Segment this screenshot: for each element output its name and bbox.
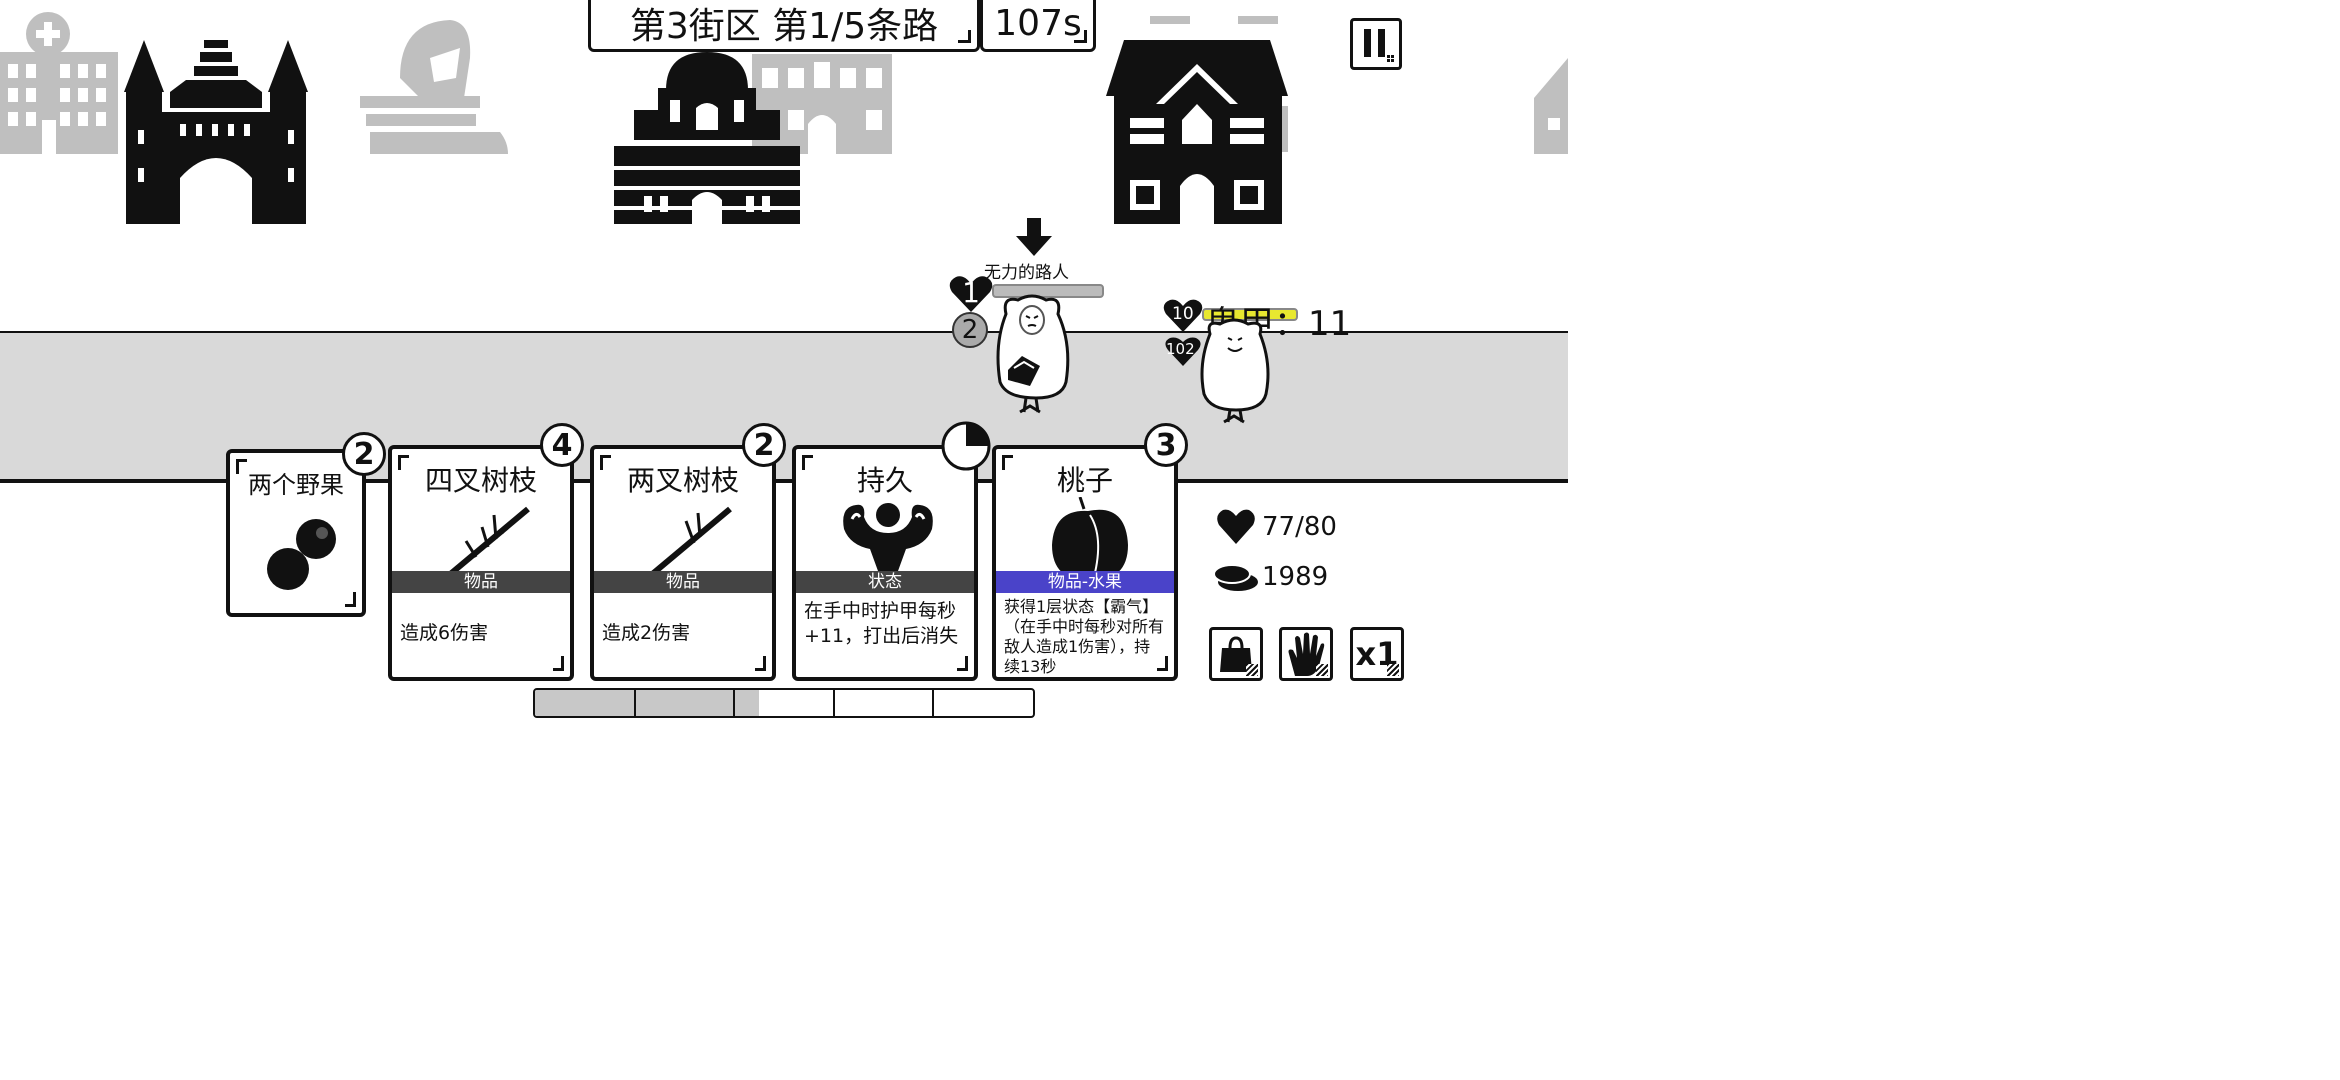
player-coins: 1989	[1262, 562, 1329, 592]
pig-enemy-sprite	[1200, 318, 1270, 424]
enemy2-hp2-text: 102	[1166, 340, 1195, 358]
card-corner	[553, 656, 564, 671]
card-title: 持久	[856, 464, 913, 497]
cooldown-timer-icon	[941, 421, 991, 471]
district-label-box: 第3街区 第1/5条路	[588, 0, 980, 52]
card-title: 两个野果	[248, 471, 344, 499]
enemy-heart-stack-icon	[1163, 299, 1203, 366]
shop-bag-button[interactable]	[1209, 627, 1263, 681]
card-corner	[398, 455, 409, 470]
enemy2-hp-text: 10	[1172, 304, 1194, 324]
card-description: 在手中时护甲每秒+11，打出后消失	[804, 600, 959, 647]
card-count-badge: 3	[1144, 423, 1188, 467]
branch-icon	[642, 506, 732, 584]
faded-building-edge-icon	[1534, 58, 1568, 154]
card-type-band: 状态	[796, 571, 974, 593]
enemy-level: 1	[962, 276, 980, 309]
timer-text: 107s	[994, 2, 1082, 44]
enemy-health-bar	[992, 284, 1104, 298]
card-corner	[600, 455, 611, 470]
castle-gate-building-icon	[124, 40, 308, 224]
card-corner	[755, 656, 766, 671]
two-fruits-icon	[267, 519, 336, 590]
player-hp: 77/80	[1262, 512, 1337, 542]
district-label: 第3街区 第1/5条路	[629, 6, 939, 47]
hand-button[interactable]	[1279, 627, 1333, 681]
cathedral-building-icon	[614, 52, 800, 224]
muscle-icon	[843, 503, 933, 571]
progress-dividers	[535, 690, 1033, 716]
progress-divider	[733, 690, 736, 716]
card-count-badge: 4	[540, 423, 584, 467]
passerby-enemy-sprite	[996, 294, 1070, 414]
target-arrow-icon	[1016, 218, 1052, 256]
card-type-band: 物品-水果	[996, 571, 1174, 593]
card-corner	[802, 455, 813, 470]
enemy2-health-bar	[1202, 308, 1298, 321]
player-heart-icon	[1217, 509, 1255, 544]
card-description: 获得1层状态【霸气】（在手中时每秒对所有敌人造成1伤害），持续13秒	[1004, 597, 1165, 676]
card-title: 四叉树枝	[424, 464, 537, 497]
card-count-badge: 2	[742, 423, 786, 467]
card-endurance[interactable]: 持久 状态 在手中时护甲每秒+11，打出后消失	[792, 445, 978, 681]
progress-divider	[932, 690, 935, 716]
card-title: 两叉树枝	[626, 464, 739, 497]
enemy-shield-badge: 2	[952, 312, 988, 348]
pause-icon	[1364, 29, 1394, 62]
card-description: 造成2伤害	[602, 622, 691, 644]
timer-box: 107s	[980, 0, 1096, 52]
card-corner	[957, 656, 968, 671]
coins-icon	[1213, 564, 1258, 591]
hospital-building-icon	[0, 12, 118, 154]
card-peach[interactable]: 桃子 物品-水果 获得1层状态【霸气】（在手中时每秒对所有敌人造成1伤害），持续…	[992, 445, 1178, 681]
card-count-badge: 2	[342, 432, 386, 476]
pause-button[interactable]	[1350, 18, 1402, 70]
card-title: 桃子	[1056, 464, 1113, 497]
road-progress-bar	[533, 688, 1035, 718]
progress-divider	[633, 690, 636, 716]
card-type-band: 物品	[392, 571, 570, 593]
card-corner	[1157, 656, 1168, 671]
card-corner	[1002, 455, 1013, 470]
heart-icon	[949, 276, 993, 312]
card-two-fruits[interactable]: 两个野果	[226, 449, 366, 617]
house-building-icon	[1106, 40, 1288, 224]
card-two-branch[interactable]: 两叉树枝 物品 造成2伤害	[590, 445, 776, 681]
speed-button[interactable]: x1	[1350, 627, 1404, 681]
shopping-bag-icon	[1220, 636, 1252, 672]
card-description: 造成6伤害	[400, 622, 489, 644]
card-corner	[236, 459, 247, 474]
card-type-band: 物品	[594, 571, 772, 593]
sphinx-building-icon	[360, 20, 508, 154]
hand-icon	[1288, 632, 1325, 676]
card-corner	[345, 592, 356, 607]
speed-label: x1	[1355, 635, 1399, 673]
enemy-name: 无力的路人	[984, 263, 1069, 283]
branch-icon	[440, 506, 530, 584]
peach-icon	[1052, 497, 1128, 581]
progress-fill	[535, 690, 760, 716]
progress-divider	[832, 690, 835, 716]
card-four-branch[interactable]: 四叉树枝 物品 造成6伤害	[388, 445, 574, 681]
